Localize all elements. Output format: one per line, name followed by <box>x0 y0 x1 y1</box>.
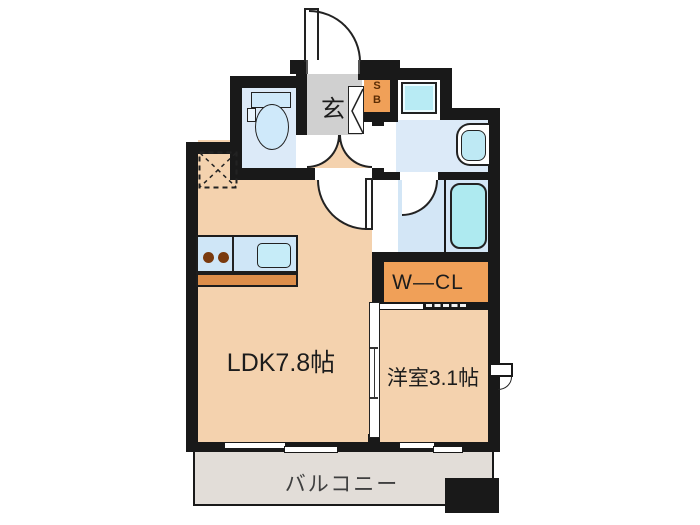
vanity-basin <box>461 130 486 161</box>
ldk-door-leaf <box>365 178 373 230</box>
wall-entry-post-right <box>358 60 400 80</box>
wall-closet-left <box>372 252 384 310</box>
wall-washroom-bathroom <box>384 172 500 180</box>
closet-opening-dashed <box>426 304 466 307</box>
walk-in-closet-floor <box>384 262 488 302</box>
shoebox-label-s: S <box>373 80 381 92</box>
toilet-door-gap <box>296 135 307 168</box>
refrigerator-space-icon <box>198 151 238 189</box>
sliding-door <box>369 302 380 438</box>
sliding-door-center-line <box>374 347 375 399</box>
sliding-door-tick-bottom <box>370 397 378 399</box>
kitchen-sink <box>257 243 291 268</box>
bathtub <box>450 183 487 249</box>
entry-door-swing-arc <box>309 10 361 62</box>
western-room-label: 洋室3.1帖 <box>386 367 480 390</box>
toilet-bowl <box>255 104 289 150</box>
wall-toilet-top <box>230 76 307 88</box>
washing-machine <box>401 82 437 114</box>
balcony-label: バルコニー <box>284 473 400 496</box>
wall-right-outer <box>488 108 500 452</box>
ldk-label: LDK7.8帖 <box>226 349 336 377</box>
western-balcony-window-right <box>433 446 463 453</box>
wall-laundry-left <box>390 70 398 122</box>
wall-laundry-right <box>440 68 452 120</box>
western-side-window <box>489 363 513 377</box>
closet-door-panel <box>376 303 424 310</box>
kitchen-counter-edge <box>196 273 298 287</box>
stove-burner-right <box>218 252 229 263</box>
stove-burner-left <box>203 252 214 263</box>
wall-laundry-top <box>390 68 452 80</box>
ldk-balcony-window-left <box>224 442 286 449</box>
washroom-door-gap <box>372 126 396 168</box>
kitchen-counter-divider <box>232 237 234 271</box>
shoe-box <box>364 74 390 114</box>
bathtub-apron-line <box>444 180 446 252</box>
western-room-floor <box>380 310 488 442</box>
sliding-door-tick-top <box>370 347 378 349</box>
western-balcony-window-left <box>399 442 435 449</box>
wall-ldk-top-left <box>186 142 242 154</box>
refrigerator-space <box>198 151 238 189</box>
shoebox-label-b: B <box>373 94 381 107</box>
wall-step-top-right <box>440 108 500 120</box>
wall-bottom <box>186 442 500 452</box>
balcony-pillar-block <box>445 478 499 513</box>
entrance-label: 玄 <box>321 96 345 123</box>
shoebox-label: S B <box>366 79 388 108</box>
walk-in-closet-label: W—CL <box>392 271 464 294</box>
wall-shoebox-bottom <box>358 112 398 122</box>
bathroom-door-gap <box>400 172 438 180</box>
wall-bath-closet <box>372 252 500 262</box>
shoebox-doors-icon <box>351 88 364 134</box>
toilet-flush-handle <box>247 108 256 122</box>
wall-entrance-left <box>296 60 307 135</box>
wall-entry-post-left <box>290 60 307 74</box>
shoebox-doors <box>348 86 364 134</box>
wall-left-outer <box>186 142 198 452</box>
wall-toilet-left <box>230 76 242 180</box>
entry-door-threshold <box>306 60 360 74</box>
ldk-door-gap <box>315 168 372 180</box>
ldk-balcony-window-right <box>284 446 338 453</box>
